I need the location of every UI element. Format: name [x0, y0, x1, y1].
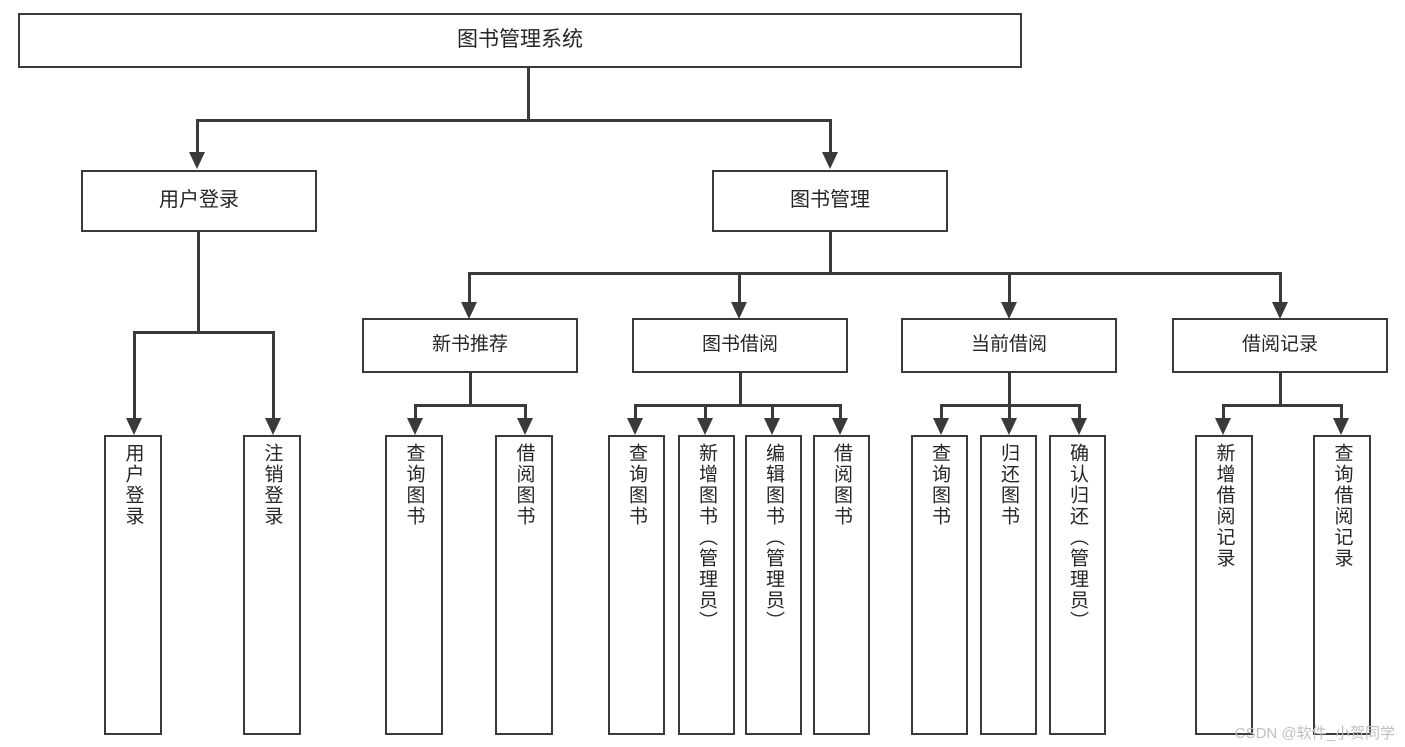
node-user-login[interactable]: 用户登录 — [81, 170, 317, 232]
connector-root-bar — [196, 119, 831, 122]
connector-book-manage-stem — [829, 232, 832, 274]
connector-bb-leaf-1 — [634, 404, 637, 420]
connector-borrow-record-stem — [1279, 373, 1282, 406]
connector-root-to-user-login — [196, 119, 199, 153]
leaf-label: 确认归还（管理员） — [1067, 443, 1088, 632]
connector-user-login-stem — [197, 232, 200, 333]
node-root-library-management-system[interactable]: 图书管理系统 — [18, 13, 1022, 68]
connector-br-leaf-2 — [1340, 404, 1343, 420]
connector-cb-leaf-2 — [1008, 404, 1011, 420]
leaf-label: 新增借阅记录 — [1213, 443, 1235, 569]
arrowhead-root-to-book-manage — [822, 152, 838, 169]
leaf-nbr-borrow-book[interactable]: 借阅图书 — [495, 435, 553, 735]
node-label: 图书管理 — [790, 189, 870, 212]
connector-to-current-borrow — [1008, 272, 1011, 303]
leaf-nbr-query-book[interactable]: 查询图书 — [385, 435, 443, 735]
connector-new-book-recommend-bar — [414, 404, 527, 407]
connector-bb-leaf-4 — [839, 404, 842, 420]
node-book-management[interactable]: 图书管理 — [712, 170, 948, 232]
leaf-label: 查询图书 — [626, 443, 647, 527]
node-label: 用户登录 — [159, 189, 239, 212]
node-label: 当前借阅 — [970, 334, 1047, 356]
connector-book-borrow-bar — [634, 404, 842, 407]
connector-cb-leaf-1 — [940, 404, 943, 420]
leaf-label: 借阅图书 — [831, 443, 852, 527]
connector-br-leaf-1 — [1222, 404, 1225, 420]
arrowhead-cb-leaf-1 — [933, 418, 949, 435]
node-label: 图书管理系统 — [457, 28, 583, 52]
leaf-label: 查询图书 — [403, 443, 425, 527]
connector-to-new-book-recommend — [468, 272, 471, 303]
leaf-label: 新增图书（管理员） — [696, 443, 717, 632]
connector-user-login-to-leaf-1 — [133, 331, 136, 419]
connector-root-to-book-manage — [829, 119, 832, 153]
node-borrow-record[interactable]: 借阅记录 — [1172, 318, 1388, 373]
leaf-bb-edit-book-admin[interactable]: 编辑图书（管理员） — [745, 435, 802, 735]
csdn-watermark: CSDN @软件_小贺同学 — [1234, 725, 1395, 742]
leaf-label: 查询借阅记录 — [1331, 443, 1353, 569]
arrowhead-nbr-leaf-2 — [517, 418, 533, 435]
node-new-book-recommend[interactable]: 新书推荐 — [362, 318, 578, 373]
arrowhead-user-login-leaf-1 — [126, 418, 142, 435]
leaf-cb-return-book[interactable]: 归还图书 — [980, 435, 1037, 735]
arrowhead-bb-leaf-1 — [627, 418, 643, 435]
arrowhead-bb-leaf-2 — [697, 418, 713, 435]
leaf-label: 用户登录 — [122, 443, 144, 527]
node-label: 新书推荐 — [431, 334, 508, 356]
connector-nbr-leaf-2 — [524, 404, 527, 420]
connector-bb-leaf-2 — [704, 404, 707, 420]
connector-root-stem — [527, 68, 530, 120]
leaf-label: 注销登录 — [261, 443, 283, 527]
leaf-bb-add-book-admin[interactable]: 新增图书（管理员） — [678, 435, 735, 735]
node-label: 借阅记录 — [1241, 334, 1318, 356]
connector-cb-leaf-3 — [1078, 404, 1081, 420]
connector-book-manage-bar — [468, 272, 1282, 275]
arrowhead-br-leaf-2 — [1333, 418, 1349, 435]
arrowhead-new-book-recommend — [461, 302, 477, 319]
leaf-br-add-record[interactable]: 新增借阅记录 — [1195, 435, 1253, 735]
leaf-logout[interactable]: 注销登录 — [243, 435, 301, 735]
leaf-label: 借阅图书 — [513, 443, 535, 527]
leaf-label: 归还图书 — [998, 443, 1019, 527]
connector-to-book-borrow — [738, 272, 741, 303]
connector-user-login-to-leaf-2 — [272, 331, 275, 419]
connector-to-borrow-record — [1279, 272, 1282, 303]
connector-borrow-record-bar — [1222, 404, 1343, 407]
connector-nbr-leaf-1 — [414, 404, 417, 420]
node-label: 图书借阅 — [701, 334, 778, 356]
arrowhead-cb-leaf-2 — [1001, 418, 1017, 435]
arrowhead-user-login-leaf-2 — [265, 418, 281, 435]
leaf-cb-query-book[interactable]: 查询图书 — [911, 435, 968, 735]
arrowhead-borrow-record — [1272, 302, 1288, 319]
leaf-label: 查询图书 — [929, 443, 950, 527]
arrowhead-bb-leaf-4 — [832, 418, 848, 435]
arrowhead-current-borrow — [1001, 302, 1017, 319]
leaf-label: 编辑图书（管理员） — [763, 443, 784, 632]
arrowhead-bb-leaf-3 — [764, 418, 780, 435]
connector-bb-leaf-3 — [771, 404, 774, 420]
leaf-bb-query-book[interactable]: 查询图书 — [608, 435, 665, 735]
arrowhead-nbr-leaf-1 — [407, 418, 423, 435]
connector-current-borrow-stem — [1008, 373, 1011, 406]
arrowhead-cb-leaf-3 — [1071, 418, 1087, 435]
node-current-borrow[interactable]: 当前借阅 — [901, 318, 1117, 373]
node-book-borrow[interactable]: 图书借阅 — [632, 318, 848, 373]
leaf-br-query-record[interactable]: 查询借阅记录 — [1313, 435, 1371, 735]
arrowhead-book-borrow — [731, 302, 747, 319]
connector-book-borrow-stem — [739, 373, 742, 406]
leaf-cb-confirm-return-admin[interactable]: 确认归还（管理员） — [1049, 435, 1106, 735]
arrowhead-br-leaf-1 — [1215, 418, 1231, 435]
arrowhead-root-to-user-login — [189, 152, 205, 169]
leaf-bb-borrow-book[interactable]: 借阅图书 — [813, 435, 870, 735]
leaf-user-login[interactable]: 用户登录 — [104, 435, 162, 735]
connector-user-login-bar — [133, 331, 275, 334]
connector-new-book-recommend-stem — [469, 373, 472, 406]
